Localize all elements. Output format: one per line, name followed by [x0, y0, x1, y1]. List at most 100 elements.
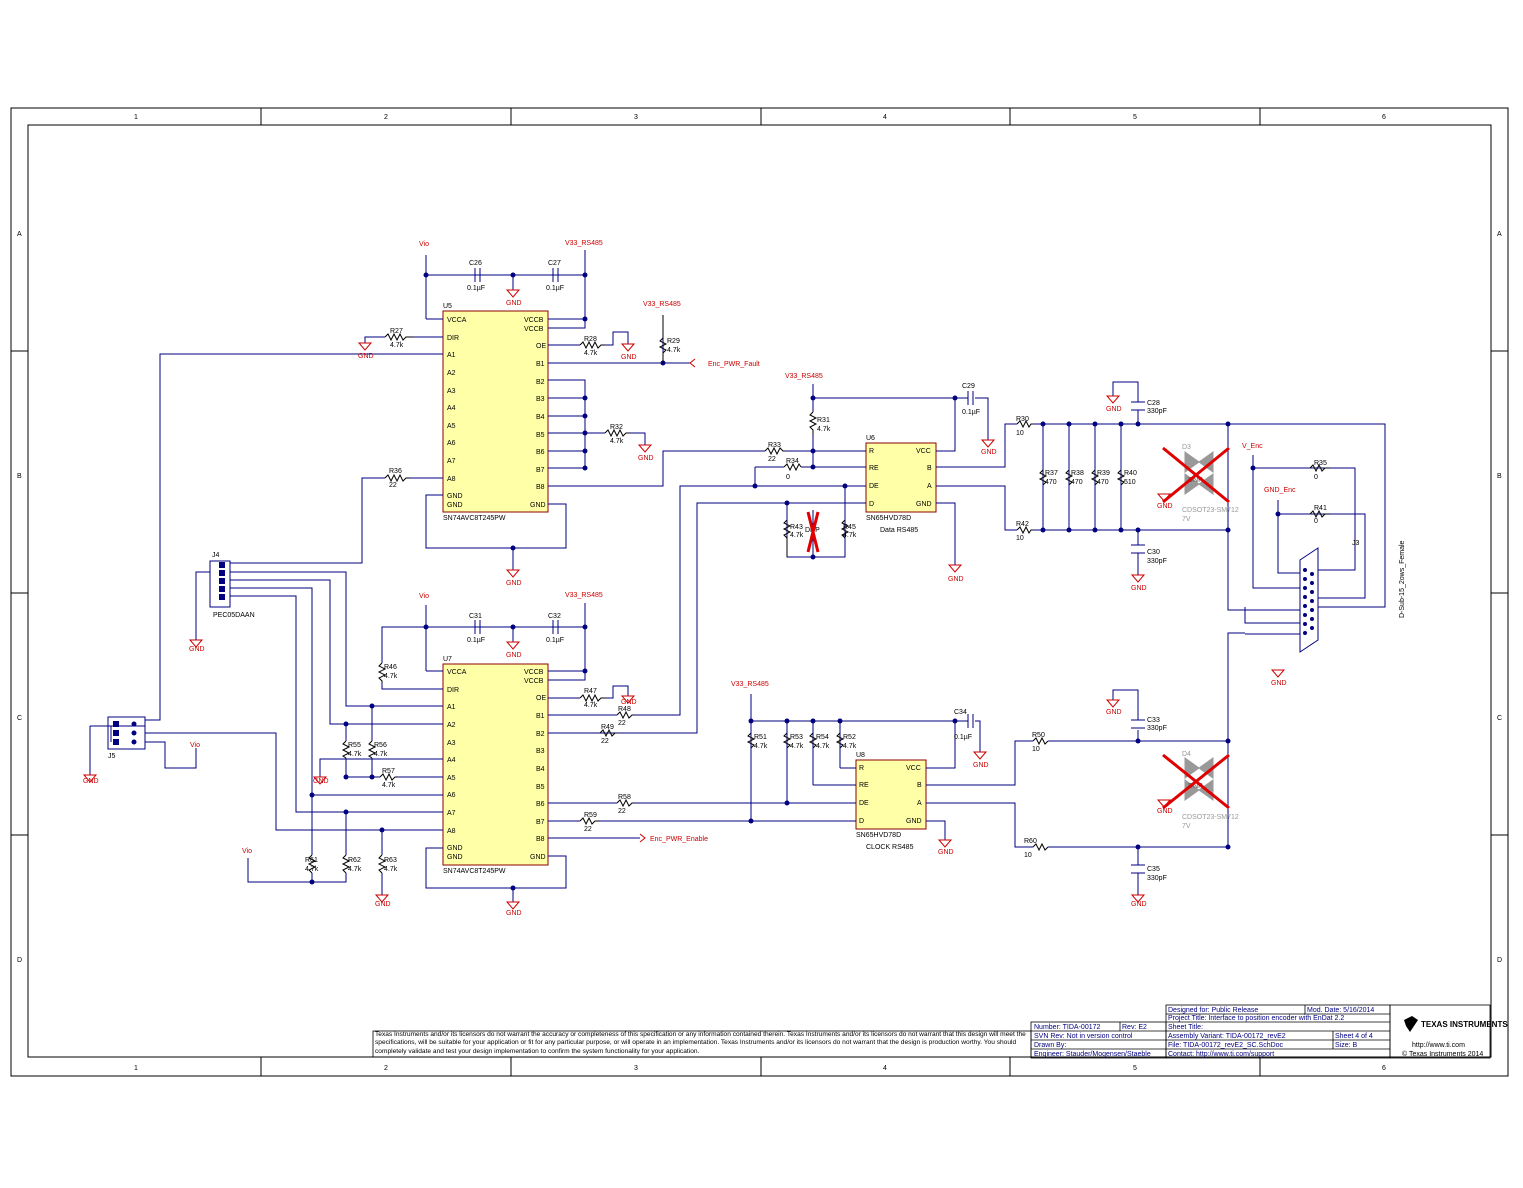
svg-text:GND: GND: [948, 576, 964, 583]
u8-pin-b: B: [917, 782, 922, 789]
u8-pin-de: DE: [859, 800, 869, 807]
zone-col-4: 4: [883, 114, 887, 121]
svg-text:GND: GND: [973, 762, 989, 769]
svg-text:R29: R29: [667, 338, 680, 345]
tb-mod-date: Mod. Date: 5/16/2014: [1307, 1007, 1374, 1014]
svg-text:4.7k: 4.7k: [305, 866, 319, 873]
gnd-symbol-r57: GND: [312, 776, 329, 785]
u8-ref: U8: [856, 752, 865, 759]
u8-body: [855, 759, 927, 830]
u8-pin-gnd: GND: [906, 818, 922, 825]
svg-text:R30: R30: [1016, 416, 1029, 423]
svg-text:R63: R63: [384, 857, 397, 864]
svg-text:22: 22: [618, 720, 626, 727]
drawing-frame: [10, 107, 1509, 1077]
j4-ref: J4: [212, 552, 220, 559]
connector-j4: J4 PEC05DAAN: [195, 552, 255, 640]
svg-text:4.7k: 4.7k: [348, 751, 362, 758]
v33-label-u6: V33_RS485: [785, 373, 823, 380]
u7-pin-b3: B3: [536, 748, 545, 755]
svg-text:GND: GND: [621, 354, 637, 361]
svg-text:R45: R45: [843, 524, 856, 531]
u6-pin-gnd: GND: [916, 501, 932, 508]
svg-text:4.7k: 4.7k: [374, 751, 388, 758]
u7-pin-a4: A4: [447, 757, 456, 764]
gnd-symbol-c28: GND: [1105, 395, 1122, 413]
svg-text:510: 510: [1124, 479, 1136, 486]
vio-label-j5: Vio: [190, 742, 200, 749]
svg-text:10: 10: [1032, 746, 1040, 753]
svg-text:4.7k: 4.7k: [843, 743, 857, 750]
svg-text:4.7k: 4.7k: [584, 350, 598, 357]
svg-text:22: 22: [618, 808, 626, 815]
svg-text:R62: R62: [348, 857, 361, 864]
svg-text:R34: R34: [786, 458, 799, 465]
u7-pin-gnd-2: GND: [447, 854, 463, 861]
u5-pin-vcca: VCCA: [447, 317, 467, 324]
svg-text:4.7k: 4.7k: [384, 673, 398, 680]
d4-dnp: DNP: [1188, 783, 1203, 790]
tvs-diode-d3: D3 DNP CDSOT23-SM712 7V: [1162, 444, 1239, 523]
u5-pin-dir: DIR: [447, 335, 459, 342]
svg-text:R41: R41: [1314, 505, 1327, 512]
svg-text:C35: C35: [1147, 866, 1160, 873]
v33-label-r29: V33_RS485: [643, 301, 681, 308]
u5-body: [442, 310, 549, 513]
svg-text:0.1µF: 0.1µF: [962, 409, 980, 416]
title-block: Designed for: Public Release Mod. Date: …: [1030, 1004, 1508, 1059]
dnp-mark-u6: DNP: [805, 511, 820, 553]
svg-text:C31: C31: [469, 613, 482, 620]
svg-text:GND: GND: [1131, 901, 1147, 908]
gnd-symbol-j4: GND: [188, 639, 205, 653]
svg-text:R48: R48: [618, 706, 631, 713]
zone-row-b: B: [17, 473, 22, 480]
svg-text:0.1µF: 0.1µF: [467, 285, 485, 292]
zone-labels-right: A B C D: [1497, 231, 1502, 964]
junctions: [309, 272, 1281, 891]
zone-col-6-bottom: 6: [1382, 1065, 1386, 1072]
gnd-symbol-u5: GND: [505, 569, 522, 587]
tb-drawn-by: Drawn By:: [1034, 1042, 1066, 1049]
u5-pin-gnd-3: GND: [530, 502, 546, 509]
u7-pin-a5: A5: [447, 775, 456, 782]
svg-text:4.7k: 4.7k: [843, 532, 857, 539]
svg-text:R32: R32: [610, 424, 623, 431]
svg-text:0.1µF: 0.1µF: [954, 734, 972, 741]
svg-text:4.7k: 4.7k: [390, 342, 404, 349]
svg-text:R42: R42: [1016, 521, 1029, 528]
zone-row-a: A: [17, 231, 22, 238]
u8-pin-d: D: [859, 818, 864, 825]
svg-text:GND: GND: [83, 778, 99, 785]
svg-text:470: 470: [1045, 479, 1057, 486]
svg-text:GND: GND: [313, 778, 329, 785]
svg-text:R40: R40: [1124, 470, 1137, 477]
u6-pin-de: DE: [869, 483, 879, 490]
svg-text:GND: GND: [621, 699, 637, 706]
svg-text:R38: R38: [1071, 470, 1084, 477]
tb-designed-for: Designed for: Public Release: [1168, 1007, 1258, 1014]
tb-number: Number: TIDA-00172: [1034, 1024, 1101, 1031]
svg-text:R43: R43: [790, 524, 803, 531]
enc-pwr-fault-label: Enc_PWR_Fault: [708, 361, 760, 368]
u7-pin-vcca: VCCA: [447, 669, 467, 676]
disclaimer-text: Texas Instruments and/or its licensors d…: [375, 1031, 1026, 1055]
u8-pin-a: A: [917, 800, 922, 807]
v33-label-u5: V33_RS485: [565, 240, 603, 247]
tb-contact: Contact: http://www.ti.com/support: [1168, 1051, 1274, 1058]
u7-pin-a7: A7: [447, 810, 456, 817]
u7-pin-vccb-1: VCCB: [524, 669, 544, 676]
u7-pin-b7: B7: [536, 819, 545, 826]
